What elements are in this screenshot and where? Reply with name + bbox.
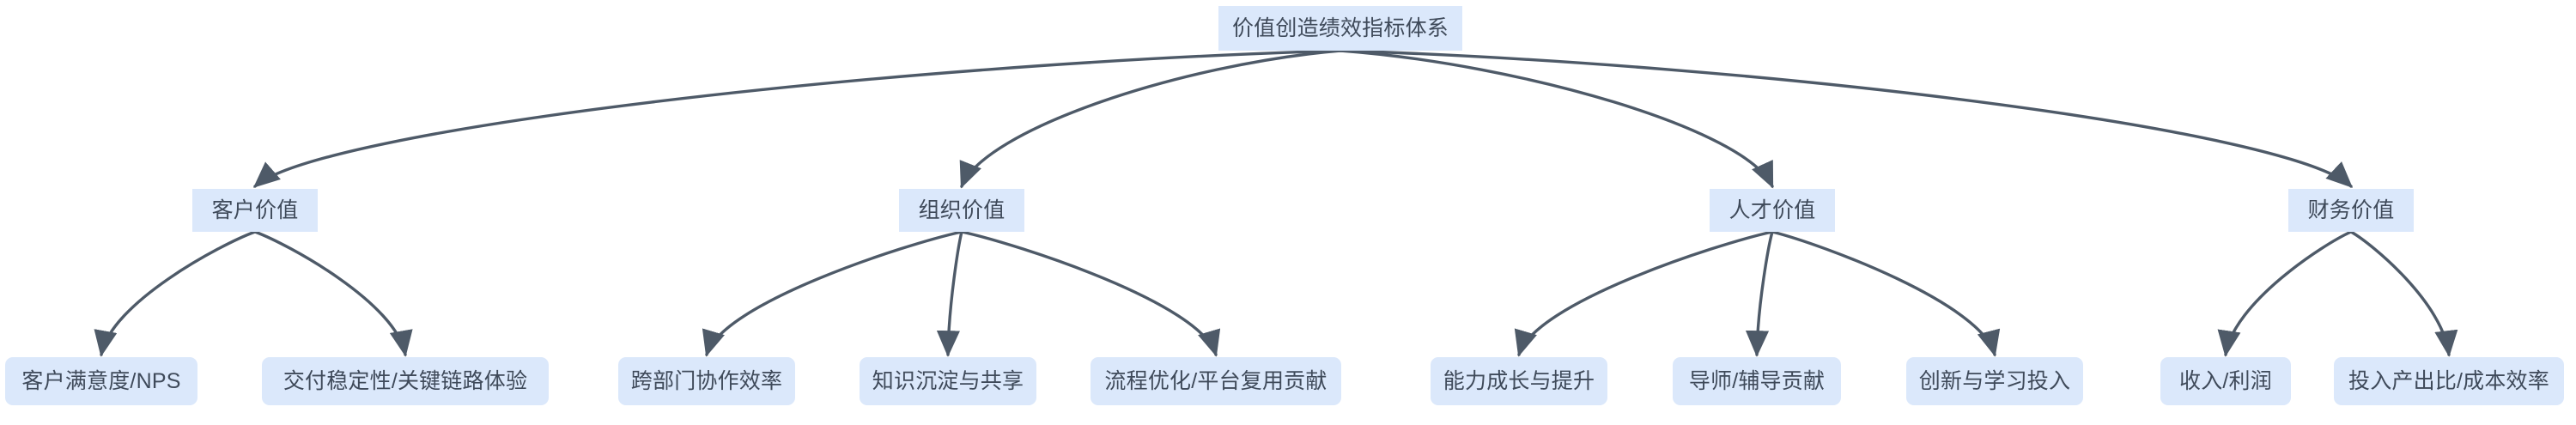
node-label-cross-dept: 跨部门协作效率 [630,368,783,393]
node-knowledge[interactable]: 知识沉淀与共享 [860,357,1036,405]
edge-organization-to-knowledge [936,230,963,357]
node-cross-dept[interactable]: 跨部门协作效率 [618,357,795,405]
node-label-finance: 财务价值 [2307,197,2395,222]
edge-root-to-finance [1339,49,2353,188]
node-root[interactable]: 价值创造绩效指标体系 [1218,6,1462,51]
node-label-roi: 投入产出比/成本效率 [2348,368,2549,393]
edge-talent-to-capability [1514,230,1774,357]
node-label-knowledge: 知识沉淀与共享 [872,368,1024,393]
edge-finance-to-revenue [2217,230,2353,357]
node-label-customer: 客户价值 [211,197,299,222]
node-organization[interactable]: 组织价值 [899,189,1024,232]
edge-root-to-customer [252,49,1342,188]
edge-talent-to-innovation [1771,230,2001,357]
edge-paths [94,49,2458,357]
node-label-mentor: 导师/辅导贡献 [1688,368,1826,393]
edge-talent-to-mentor [1745,230,1774,357]
node-label-talent: 人才价值 [1728,197,1816,222]
edge-root-to-talent [1339,49,1774,189]
edge-customer-to-nps [94,230,257,357]
node-talent[interactable]: 人才价值 [1710,189,1835,232]
edge-organization-to-cross-dept [702,230,963,357]
node-innovation[interactable]: 创新与学习投入 [1906,357,2083,405]
node-label-organization: 组织价值 [918,197,1005,222]
node-mentor[interactable]: 导师/辅导贡献 [1673,357,1841,405]
node-label-innovation: 创新与学习投入 [1918,368,2071,393]
node-finance[interactable]: 财务价值 [2288,189,2414,232]
node-label-revenue: 收入/利润 [2179,368,2272,393]
node-capability[interactable]: 能力成长与提升 [1431,357,1607,405]
node-delivery[interactable]: 交付稳定性/关键链路体验 [262,357,549,405]
node-customer[interactable]: 客户价值 [192,189,318,232]
node-process[interactable]: 流程优化/平台复用贡献 [1091,357,1341,405]
edge-organization-to-process [960,230,1221,357]
edge-finance-to-roi [2349,230,2458,357]
edge-root-to-organization [959,49,1342,189]
node-label-nps: 客户满意度/NPS [21,368,181,393]
node-label-process: 流程优化/平台复用贡献 [1104,368,1327,393]
node-label-root: 价值创造绩效指标体系 [1231,15,1449,40]
node-roi[interactable]: 投入产出比/成本效率 [2334,357,2564,405]
node-revenue[interactable]: 收入/利润 [2160,357,2291,405]
node-nps[interactable]: 客户满意度/NPS [5,357,197,405]
node-label-capability: 能力成长与提升 [1443,368,1595,393]
node-label-delivery: 交付稳定性/关键链路体验 [283,368,528,393]
edge-customer-to-delivery [253,230,413,357]
